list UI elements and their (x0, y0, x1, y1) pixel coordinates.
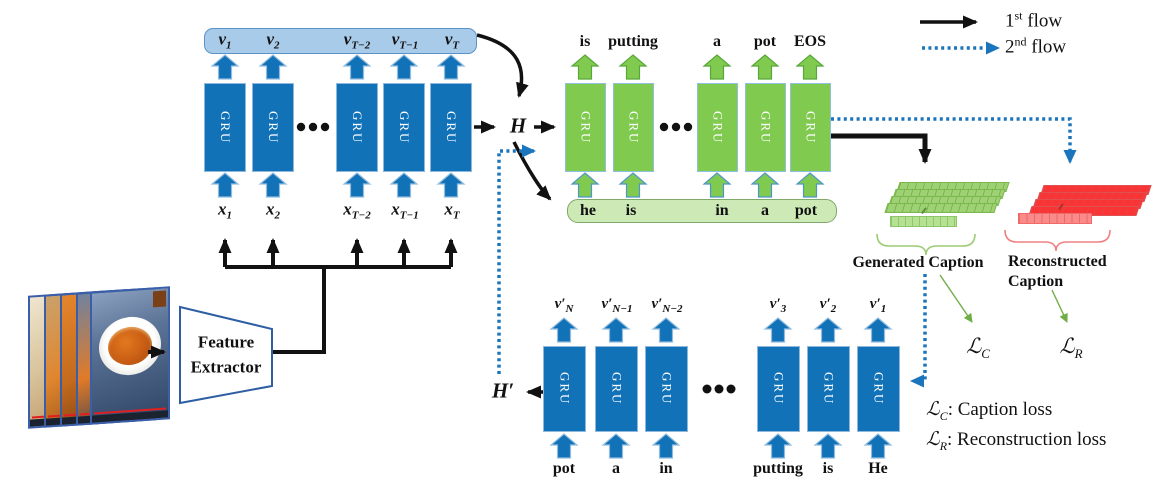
decoder-word-a: a (713, 33, 721, 50)
reconstructor-gru-1: GRU (543, 346, 586, 432)
vT1-label: vT−1 (391, 29, 419, 52)
rec-word-is: is (822, 460, 834, 477)
rec-word-a: a (612, 460, 620, 477)
input-word-pot: pot (794, 202, 818, 219)
caption-loss-definition: ℒC: Caption loss (926, 399, 1053, 423)
decoder-word-pot: pot (753, 33, 777, 50)
reconstructor-output-block-arrows (550, 317, 892, 343)
reconstructor-ellipsis-dots (702, 384, 736, 394)
legend-first-flow-label: 1st flow (1005, 8, 1063, 32)
reconstructor-gru-2: GRU (595, 346, 638, 432)
reconstructed-caption-front-row (1018, 213, 1092, 224)
generated-caption-label: Generated Caption (852, 254, 984, 271)
caption-loss-symbol: ℒC (966, 333, 990, 362)
reconstructor-gru-5: GRU (807, 346, 850, 432)
reconstructor-input-block-arrows (550, 433, 892, 459)
decoder-gru-2: GRU (613, 83, 654, 172)
vT-label: vT (444, 29, 460, 52)
decoder-word-putting: putting (608, 33, 658, 50)
v1-label: v1 (218, 29, 232, 52)
generated-caption-brace (876, 233, 976, 256)
caption-input-strip (567, 199, 837, 223)
hidden-state-h: H (509, 113, 527, 138)
video-feature-strip (204, 28, 477, 54)
generated-to-reconstructor-dotted-arrow (910, 274, 927, 388)
decoder-to-reconstructed-dotted-arrow (831, 117, 1077, 164)
generated-caption-row (884, 203, 998, 213)
xT1-label: xT−1 (391, 199, 419, 222)
decoder-output-block-arrows (571, 54, 824, 80)
vprime-N2-label: v′N−2 (651, 296, 683, 315)
encoder-gru-5: GRU (430, 83, 472, 172)
pasta-image (108, 325, 152, 367)
input-word-is: is (625, 202, 637, 219)
input-word-in: in (715, 202, 729, 219)
decoder-gru-3: GRU (697, 83, 738, 172)
vprime-2-label: v′2 (819, 296, 837, 315)
h-to-caption-input-curve-arrow (512, 141, 552, 201)
decoder-gru-4: GRU (745, 83, 786, 172)
reconstructor-gru-4: GRU (757, 346, 800, 432)
encoder-gru-3: GRU (336, 83, 378, 172)
rec-word-he: He (868, 460, 888, 477)
xT-label: xT (444, 199, 460, 222)
x2-label: x2 (266, 199, 280, 222)
reconstructed-caption-label-1: Reconstructed (1008, 253, 1107, 270)
legend-second-flow-label: 2nd flow (1005, 34, 1067, 58)
xT2-label: xT−2 (343, 199, 371, 222)
feature-extractor-label-2: Extractor (190, 357, 262, 377)
encoder-gru-1: GRU (204, 83, 246, 172)
input-word-he: he (580, 202, 596, 219)
decoder-gru-5: GRU (790, 83, 831, 172)
vprime-N1-label: v′N−1 (601, 296, 633, 315)
reconstructed-to-lr-arrow (1051, 289, 1068, 323)
rec-word-putting: putting (753, 460, 803, 477)
encoder-ellipsis-dots (296, 122, 330, 132)
decoder-word-is: is (579, 33, 591, 50)
encoder-output-block-arrows (211, 54, 465, 80)
vprime-1-label: v′1 (869, 296, 887, 315)
feature-extractor-shape (179, 305, 273, 405)
decoder-ellipsis-dots (659, 122, 693, 132)
decoder-word-eos: EOS (793, 33, 827, 50)
reconstruction-loss-definition: ℒR: Reconstruction loss (926, 429, 1107, 453)
vprime-N-label: v′N (554, 296, 574, 315)
decoder-input-block-arrows (571, 172, 824, 198)
feature-extractor-label-1: Feature (197, 332, 255, 352)
decoder-to-generated-arrow (831, 133, 932, 164)
encoder-gru-2: GRU (252, 83, 294, 172)
encoder-gru-4: GRU (383, 83, 425, 172)
second-flow-h-dotted-line (497, 144, 536, 374)
x1-label: x1 (218, 199, 232, 222)
reconstructed-caption-label-2: Caption (1008, 273, 1064, 290)
v2-label: v2 (266, 29, 280, 52)
rec-word-pot: pot (552, 460, 576, 477)
v-to-h-curve-arrow (476, 33, 529, 98)
extractor-to-bus-line (272, 267, 326, 354)
reconstructor-gru-3: GRU (645, 346, 688, 432)
decoder-gru-1: GRU (565, 83, 606, 172)
generated-to-lc-arrow (939, 274, 973, 323)
generated-caption-front-row (890, 216, 957, 227)
video-frame-front (90, 286, 170, 425)
plate-image (99, 314, 161, 378)
input-word-a: a (761, 202, 769, 219)
encoder-input-block-arrows (211, 172, 465, 198)
reconstructed-caption-brace (1004, 229, 1111, 252)
reconstructor-gru-6: GRU (857, 346, 900, 432)
rec-word-in: in (659, 460, 673, 477)
hidden-state-h-prime: H′ (491, 378, 515, 403)
vprime-3-label: v′3 (769, 296, 787, 315)
frame-detail (153, 290, 166, 308)
vT2-label: vT−2 (343, 29, 371, 52)
reconstruction-loss-symbol: ℒR (1059, 333, 1083, 362)
